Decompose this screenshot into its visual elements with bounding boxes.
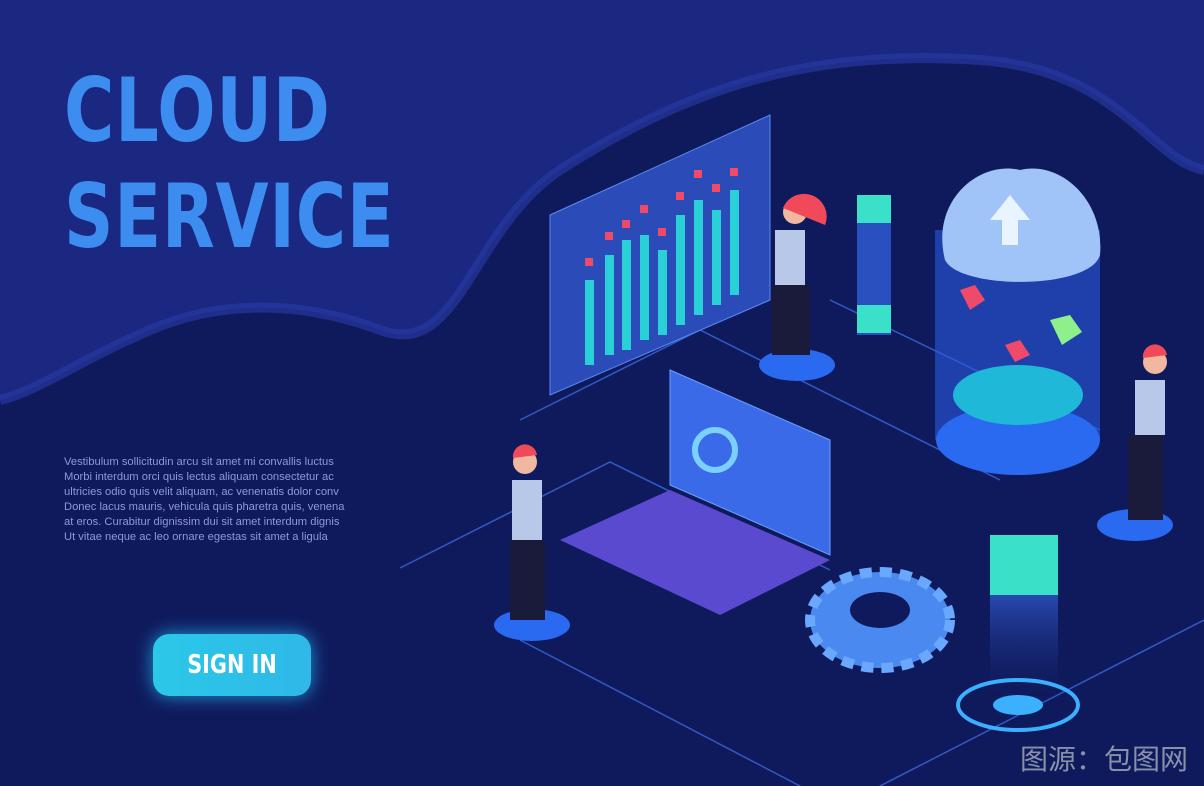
title-line-1: CLOUD bbox=[64, 59, 331, 162]
cloud-cylinder bbox=[935, 168, 1101, 475]
platforms bbox=[494, 349, 1173, 641]
laptop bbox=[560, 369, 831, 615]
page-title: CLOUD SERVICE bbox=[64, 58, 395, 270]
title-line-2: SERVICE bbox=[64, 165, 395, 268]
chart-panel bbox=[549, 114, 771, 396]
people bbox=[510, 193, 1167, 620]
sign-in-button[interactable]: SIGN IN bbox=[153, 634, 311, 696]
wave-shape bbox=[0, 0, 1204, 400]
pillar bbox=[857, 195, 891, 335]
signal-pillar bbox=[956, 535, 1080, 732]
sign-in-label: SIGN IN bbox=[187, 650, 277, 680]
gear-icon bbox=[805, 567, 955, 673]
watermark: 图源：包图网 bbox=[1019, 743, 1188, 776]
description-text: Vestibulum sollicitudin arcu sit amet mi… bbox=[64, 456, 345, 543]
